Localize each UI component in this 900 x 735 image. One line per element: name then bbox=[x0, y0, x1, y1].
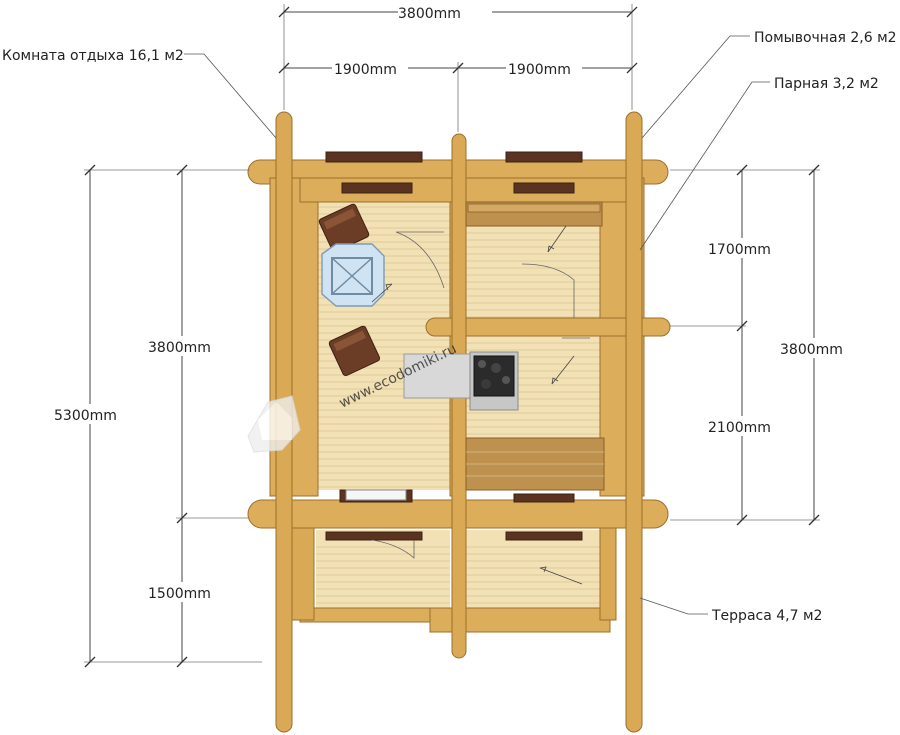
vent-terrace-left bbox=[325, 531, 423, 541]
divider-log bbox=[425, 317, 671, 337]
terrace-rail-left bbox=[299, 607, 447, 623]
table bbox=[321, 243, 385, 307]
vent-terrace-right bbox=[505, 531, 583, 541]
dim-left-house-length: 3800mm bbox=[148, 340, 211, 356]
dim-total-length: 5300mm bbox=[54, 408, 117, 424]
door-terrace bbox=[371, 539, 415, 559]
vent-top-left bbox=[325, 151, 423, 163]
dim-wash-length: 1700mm bbox=[708, 242, 771, 258]
dim-steam-length: 2100mm bbox=[708, 420, 771, 436]
terrace-left-floor bbox=[316, 530, 450, 610]
wash-bench-top bbox=[467, 203, 601, 213]
log-walls bbox=[247, 111, 671, 733]
dim-right-width: 1900mm bbox=[508, 62, 571, 78]
room-labels: Комната отдыха 16,1 м2 Помывочная 2,6 м2… bbox=[2, 30, 897, 624]
furniture bbox=[318, 203, 407, 501]
dim-left-width: 1900mm bbox=[334, 62, 397, 78]
vent-inner-left bbox=[341, 182, 413, 194]
stove bbox=[403, 351, 519, 411]
terrace-right-floor bbox=[466, 530, 600, 610]
vent-bottom-right bbox=[513, 493, 575, 503]
benches bbox=[465, 201, 605, 491]
post-top-right bbox=[625, 111, 643, 733]
bench-rest-bottom bbox=[345, 489, 407, 501]
vent-top-right bbox=[505, 151, 583, 163]
dimension-labels: 3800mm 1900mm 1900mm 5300mm 3800mm 1500m… bbox=[52, 2, 852, 602]
dim-terrace-length: 1500mm bbox=[148, 586, 211, 602]
armchair-bottom bbox=[328, 325, 381, 377]
dim-total-width: 3800mm bbox=[398, 6, 461, 22]
doors bbox=[371, 231, 590, 559]
label-wash-room: Помывочная 2,6 м2 bbox=[754, 30, 897, 46]
door-wash bbox=[521, 263, 575, 318]
house-logo-icon bbox=[247, 395, 301, 453]
armchair-top bbox=[318, 203, 370, 253]
door-rest bbox=[395, 231, 445, 289]
dim-right-house-length: 3800mm bbox=[780, 342, 843, 358]
direction-arrows bbox=[371, 225, 583, 585]
vent-inner-right bbox=[513, 182, 575, 194]
label-rest-room: Комната отдыха 16,1 м2 bbox=[2, 48, 184, 64]
terrace-post-right bbox=[599, 527, 617, 621]
terrace-post-left bbox=[291, 527, 315, 621]
label-steam-room: Парная 3,2 м2 bbox=[774, 76, 879, 92]
label-terrace: Терраса 4,7 м2 bbox=[711, 608, 822, 624]
